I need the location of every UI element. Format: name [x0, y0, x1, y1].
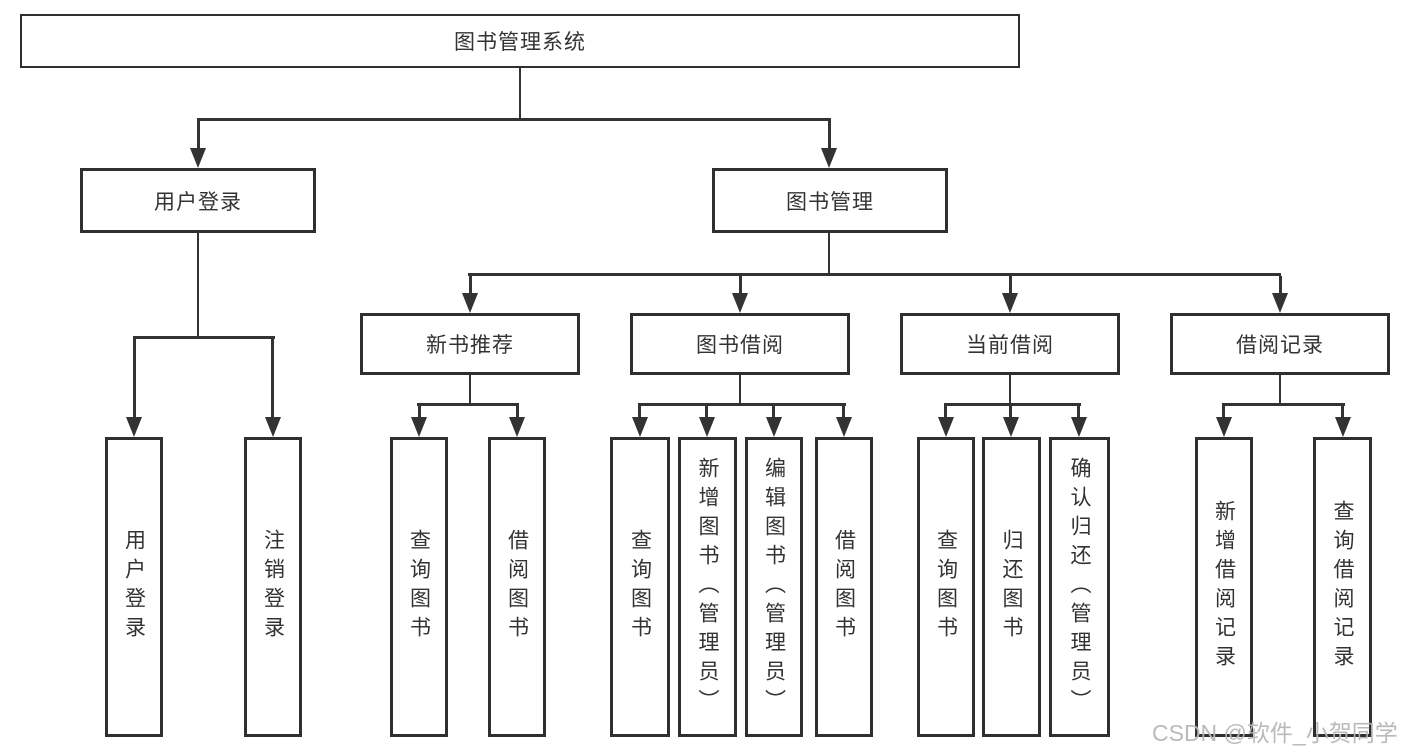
- arrow-down-icon: [1002, 293, 1018, 313]
- node-new-book-recommend-label: 新书推荐: [426, 334, 514, 357]
- node-borrowing-records: 借阅记录: [1170, 313, 1390, 375]
- connector-drop: [1077, 406, 1080, 419]
- connector-book-mgmt-stem: [828, 233, 830, 273]
- leaf-nb-query-books: 查询图书: [390, 437, 448, 737]
- arrow-down-icon: [699, 417, 715, 437]
- arrow-down-icon: [732, 293, 748, 313]
- node-current-borrowing-label: 当前借阅: [966, 334, 1054, 357]
- connector-book-mgmt-branch: [468, 273, 1281, 276]
- leaf-user-login-label: 用户登录: [122, 529, 146, 645]
- leaf-cb-query-books: 查询图书: [917, 437, 975, 737]
- leaf-cb-confirm-return-label: 确认归还（管理员）: [1068, 456, 1091, 718]
- connector-drop: [271, 339, 274, 419]
- connector-drop: [1009, 406, 1012, 419]
- leaf-br-add-record-label: 新增借阅记录: [1212, 500, 1236, 674]
- arrow-down-icon: [938, 417, 954, 437]
- leaf-user-login: 用户登录: [105, 437, 163, 737]
- arrow-down-icon: [509, 417, 525, 437]
- leaf-bb-edit-books: 编辑图书（管理员）: [745, 437, 803, 737]
- leaf-br-query-record-label: 查询借阅记录: [1331, 500, 1354, 674]
- arrow-down-icon: [1272, 293, 1288, 313]
- connector-drop: [133, 339, 136, 419]
- leaf-bb-add-books-label: 新增图书（管理员）: [696, 456, 719, 718]
- leaf-cb-return-books: 归还图书: [982, 437, 1041, 737]
- node-book-management-label: 图书管理: [786, 190, 874, 214]
- leaf-cb-return-books-label: 归还图书: [1000, 529, 1023, 645]
- node-root-label: 图书管理系统: [454, 31, 586, 54]
- connector-drop: [516, 406, 519, 419]
- connector-drop: [944, 406, 947, 419]
- leaf-br-add-record: 新增借阅记录: [1195, 437, 1253, 737]
- connector-user-login-branch: [133, 336, 275, 339]
- arrow-down-icon: [1335, 417, 1351, 437]
- node-current-borrowing: 当前借阅: [900, 313, 1120, 375]
- leaf-cb-query-books-label: 查询图书: [934, 529, 958, 645]
- leaf-logout: 注销登录: [244, 437, 302, 737]
- arrow-down-icon: [632, 417, 648, 437]
- leaf-bb-query-books: 查询图书: [610, 437, 670, 737]
- leaf-br-query-record: 查询借阅记录: [1313, 437, 1372, 737]
- arrow-down-icon: [190, 148, 206, 168]
- connector-drop: [1222, 406, 1225, 419]
- connector-root-stem: [519, 68, 521, 118]
- node-book-borrowing: 图书借阅: [630, 313, 850, 375]
- connector-book-borrow-stem: [739, 375, 741, 403]
- connector-borrow-records-branch: [1222, 403, 1345, 406]
- node-book-borrowing-label: 图书借阅: [696, 334, 784, 357]
- arrow-down-icon: [265, 417, 281, 437]
- connector-new-book-branch: [417, 403, 519, 406]
- connector-drop: [705, 406, 708, 419]
- arrow-down-icon: [766, 417, 782, 437]
- connector-drop: [418, 406, 421, 419]
- connector-drop: [1009, 276, 1012, 295]
- connector-drop: [739, 276, 742, 295]
- leaf-bb-add-books: 新增图书（管理员）: [678, 437, 737, 737]
- leaf-bb-borrow-books-label: 借阅图书: [832, 529, 856, 645]
- node-user-login: 用户登录: [80, 168, 316, 233]
- node-borrowing-records-label: 借阅记录: [1236, 334, 1324, 357]
- connector-drop: [638, 406, 641, 419]
- leaf-logout-label: 注销登录: [261, 529, 285, 645]
- arrow-down-icon: [411, 417, 427, 437]
- leaf-bb-borrow-books: 借阅图书: [815, 437, 873, 737]
- arrow-down-icon: [1216, 417, 1232, 437]
- leaf-bb-query-books-label: 查询图书: [628, 529, 652, 645]
- leaf-nb-borrow-books-label: 借阅图书: [505, 529, 529, 645]
- leaf-nb-query-books-label: 查询图书: [407, 529, 431, 645]
- connector-user-login-stem: [197, 233, 199, 336]
- node-new-book-recommend: 新书推荐: [360, 313, 580, 375]
- connector-drop: [772, 406, 775, 419]
- connector-drop: [197, 121, 200, 150]
- connector-new-book-stem: [469, 375, 471, 403]
- arrow-down-icon: [1071, 417, 1087, 437]
- arrow-down-icon: [126, 417, 142, 437]
- connector-root-branch: [197, 118, 831, 121]
- connector-drop: [842, 406, 845, 419]
- leaf-cb-confirm-return: 确认归还（管理员）: [1049, 437, 1110, 737]
- leaf-nb-borrow-books: 借阅图书: [488, 437, 546, 737]
- node-root: 图书管理系统: [20, 14, 1020, 68]
- arrow-down-icon: [836, 417, 852, 437]
- arrow-down-icon: [821, 148, 837, 168]
- connector-drop: [469, 276, 472, 295]
- connector-drop: [828, 121, 831, 150]
- arrow-down-icon: [462, 293, 478, 313]
- watermark: CSDN @软件_小贺同学: [1152, 720, 1398, 746]
- connector-drop: [1279, 276, 1282, 295]
- arrow-down-icon: [1003, 417, 1019, 437]
- node-user-login-label: 用户登录: [154, 190, 242, 214]
- connector-borrow-records-stem: [1279, 375, 1281, 403]
- connector-current-borrow-stem: [1009, 375, 1011, 403]
- leaf-bb-edit-books-label: 编辑图书（管理员）: [762, 456, 786, 718]
- connector-drop: [1341, 406, 1344, 419]
- connector-book-borrow-branch: [638, 403, 846, 406]
- node-book-management: 图书管理: [712, 168, 948, 233]
- connector-current-borrow-branch: [944, 403, 1081, 406]
